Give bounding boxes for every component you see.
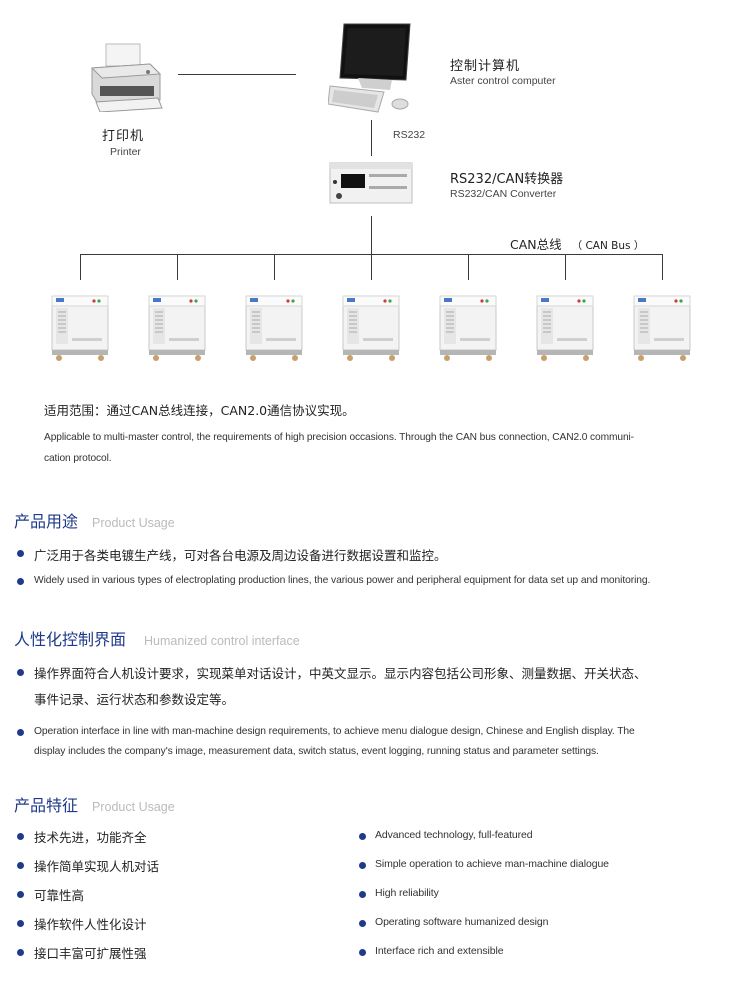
usage-heading: 产品用途 Product Usage	[14, 508, 175, 532]
feature-bullet	[359, 949, 366, 956]
interface-cn-line2: 事件记录、运行状态和参数设定等。	[34, 692, 235, 707]
converter-label-cn: RS232/CAN转换器	[450, 172, 564, 187]
usage-subtitle: Product Usage	[92, 516, 175, 530]
interface-en-line1: Operation interface in line with man-mac…	[34, 726, 635, 737]
feature-cn-item: 技术先进，功能齐全	[34, 830, 147, 845]
interface-subtitle: Humanized control interface	[144, 634, 300, 648]
feature-en-item: Simple operation to achieve man-machine …	[375, 858, 609, 870]
feature-en-item: Advanced technology, full-featured	[375, 829, 533, 841]
feature-en-item: Operating software humanized design	[375, 916, 549, 928]
scope-en-line2: cation protocol.	[44, 453, 112, 464]
printer-label-cn: 打印机	[102, 129, 145, 144]
bus-drop-line	[565, 254, 566, 280]
usage-cn: 广泛用于各类电镀生产线，可对各台电源及周边设备进行数据设置和监控。	[34, 548, 447, 563]
can-bus-label-cn: CAN总线	[510, 237, 562, 252]
feature-bullet	[17, 949, 24, 956]
bus-drop-line	[468, 254, 469, 280]
feature-bullet	[359, 862, 366, 869]
feature-bullet	[359, 833, 366, 840]
power-supply-cabinet	[535, 294, 595, 362]
bus-drop-line	[177, 254, 178, 280]
bus-drop-line	[371, 254, 372, 280]
usage-title: 产品用途	[14, 512, 79, 531]
feature-cn-item: 可靠性高	[34, 888, 85, 903]
power-supply-cabinet	[50, 294, 110, 362]
features-heading: 产品特征 Product Usage	[14, 792, 175, 816]
feature-cn-item: 操作简单实现人机对话	[34, 859, 160, 874]
power-supply-cabinet	[632, 294, 692, 362]
rs232-label: RS232	[393, 129, 426, 141]
usage-bullet-cn	[17, 550, 24, 557]
can-bus-label: CAN总线 （ CAN Bus ）	[510, 234, 644, 253]
power-supply-cabinet	[147, 294, 207, 362]
feature-bullet	[17, 920, 24, 927]
interface-cn-line1: 操作界面符合人机设计要求，实现菜单对话设计，中英文显示。显示内容包括公司形象、测…	[34, 666, 647, 681]
feature-bullet	[17, 891, 24, 898]
features-subtitle: Product Usage	[92, 800, 175, 814]
feature-bullet	[17, 862, 24, 869]
usage-en: Widely used in various types of electrop…	[34, 575, 651, 586]
interface-heading: 人性化控制界面 Humanized control interface	[14, 626, 300, 650]
computer-converter-link	[371, 120, 372, 156]
feature-cn-item: 接口丰富可扩展性强	[34, 946, 147, 961]
printer-image	[88, 42, 164, 113]
scope-en-line1: Applicable to multi-master control, the …	[44, 432, 634, 443]
converter-label-en: RS232/CAN Converter	[450, 188, 557, 200]
power-supply-cabinet	[438, 294, 498, 362]
feature-bullet	[359, 920, 366, 927]
power-supply-cabinet	[341, 294, 401, 362]
converter-image	[329, 162, 413, 204]
computer-label-cn: 控制计算机	[450, 59, 521, 74]
printer-computer-link	[178, 74, 296, 75]
scope-cn: 适用范围：通过CAN总线连接，CAN2.0通信协议实现。	[44, 403, 355, 418]
interface-title: 人性化控制界面	[14, 630, 127, 649]
feature-bullet	[17, 833, 24, 840]
interface-bullet-cn	[17, 669, 24, 676]
usage-bullet-en	[17, 578, 24, 585]
interface-en-line2: display includes the company's image, me…	[34, 746, 599, 757]
power-supply-cabinet	[244, 294, 304, 362]
feature-bullet	[359, 891, 366, 898]
bus-drop-line	[662, 254, 663, 280]
converter-bus-link	[371, 216, 372, 254]
interface-bullet-en	[17, 729, 24, 736]
can-bus-label-en: （ CAN Bus ）	[571, 240, 645, 252]
printer-label-en: Printer	[110, 146, 141, 158]
feature-en-item: Interface rich and extensible	[375, 945, 504, 957]
bus-drop-line	[274, 254, 275, 280]
computer-image	[327, 22, 420, 118]
bus-drop-line	[80, 254, 81, 280]
feature-cn-item: 操作软件人性化设计	[34, 917, 147, 932]
features-title: 产品特征	[14, 796, 79, 815]
feature-en-item: High reliability	[375, 887, 439, 899]
computer-label-en: Aster control computer	[450, 75, 556, 87]
